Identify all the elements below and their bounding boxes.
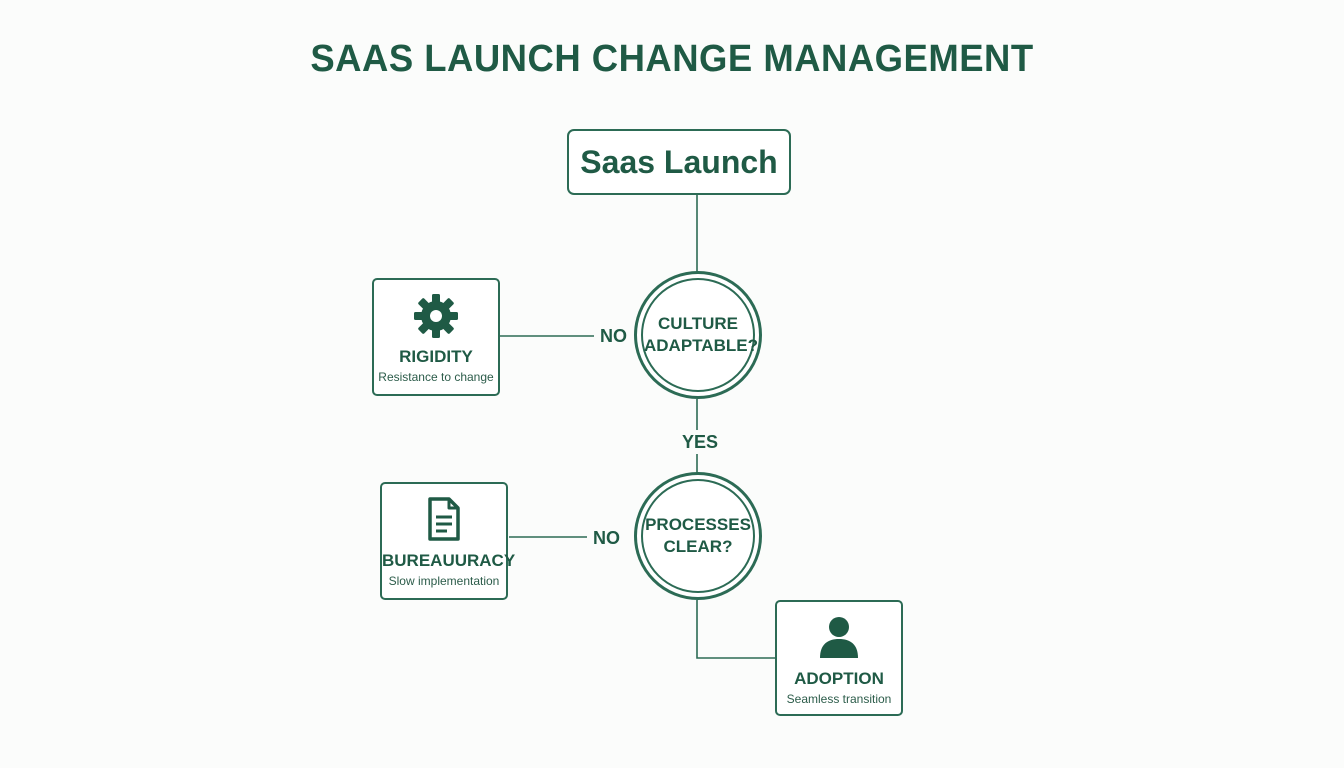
decision-processes-line2: CLEAR? [663, 537, 733, 556]
decision-processes-text: PROCESSES CLEAR? [644, 514, 752, 558]
outcome-adoption-title: ADOPTION [794, 669, 884, 688]
edge-label-culture-yes: YES [679, 431, 722, 453]
document-icon [382, 496, 506, 542]
gear-icon [374, 292, 498, 340]
outcome-bureaucracy: BUREAUURACY Slow implementation [380, 482, 516, 600]
decision-culture-line2: ADAPTABLE? [644, 336, 758, 355]
decision-culture-line1: CULTURE [658, 314, 738, 333]
outcome-rigidity-subtitle: Resistance to change [378, 370, 494, 384]
outcome-bureaucracy-title: BUREAUURACY [382, 551, 516, 570]
decision-culture-adaptable: CULTURE ADAPTABLE? [634, 271, 762, 399]
user-icon [777, 614, 901, 660]
start-node-saas-launch: Saas Launch [567, 129, 791, 195]
decision-processes-line1: PROCESSES [645, 515, 751, 534]
edge-label-processes-no: NO [590, 527, 623, 549]
edge-label-culture-no: NO [597, 325, 630, 347]
decision-processes-clear: PROCESSES CLEAR? [634, 472, 762, 600]
decision-culture-text: CULTURE ADAPTABLE? [644, 313, 758, 357]
connector-processes-yes [696, 600, 776, 659]
outcome-adoption: ADOPTION Seamless transition [775, 600, 903, 716]
outcome-adoption-subtitle: Seamless transition [786, 692, 892, 706]
diagram-title: SAAS LAUNCH CHANGE MANAGEMENT [310, 38, 1034, 80]
outcome-rigidity: RIGIDITY Resistance to change [372, 278, 500, 396]
start-node-label: Saas Launch [580, 143, 778, 180]
outcome-bureaucracy-subtitle: Slow implementation [388, 574, 500, 588]
outcome-rigidity-title: RIGIDITY [399, 347, 473, 366]
